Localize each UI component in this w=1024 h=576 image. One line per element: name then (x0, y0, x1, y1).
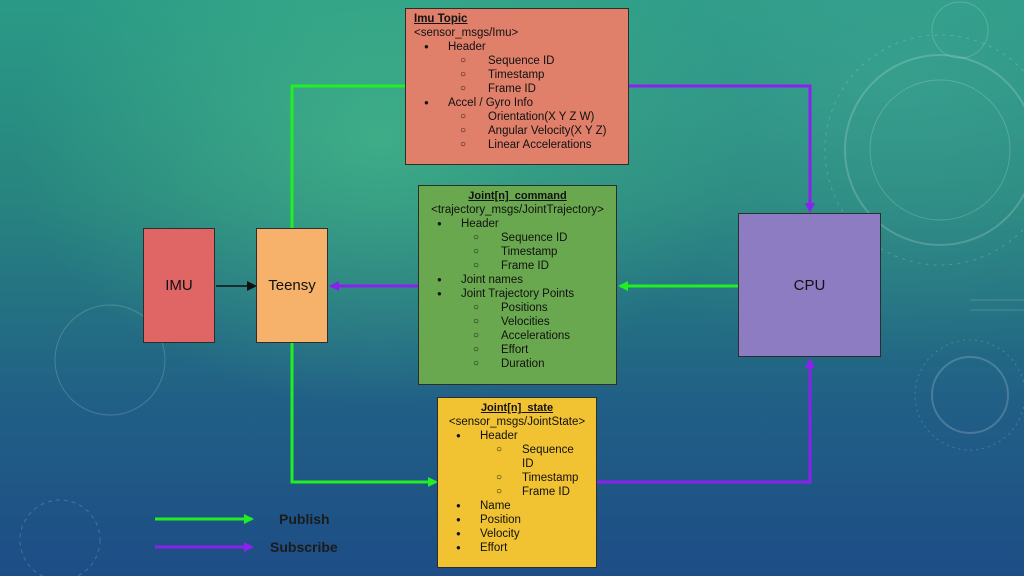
imu-topic-info-item: Angular Velocity(X Y Z) (460, 124, 628, 138)
cpu-node: CPU (738, 213, 881, 357)
imu-node: IMU (143, 228, 215, 343)
joint-command-header: Header (437, 217, 616, 231)
joint-command-point-item: Velocities (473, 315, 616, 329)
legend-subscribe-label: Subscribe (270, 539, 338, 555)
imu-topic-info-item: Orientation(X Y Z W) (460, 110, 628, 124)
imu-topic-type: <sensor_msgs/Imu> (414, 27, 519, 39)
teensy-label: Teensy (268, 277, 316, 294)
joint-state-header-item: Frame ID (496, 485, 596, 499)
edge-joint-state-cpu (597, 358, 815, 484)
joint-command-point-item: Effort (473, 343, 616, 357)
joint-state-field: Position (456, 513, 596, 527)
imu-topic-header-item: Timestamp (460, 68, 628, 82)
joint-command-header-item: Frame ID (473, 259, 616, 273)
imu-topic-header-item: Frame ID (460, 82, 628, 96)
joint-command-joint-names: Joint names (437, 273, 616, 287)
teensy-node: Teensy (256, 228, 328, 343)
joint-state-box: Joint[n]_state <sensor_msgs/JointState> … (437, 397, 597, 568)
edge-imu-topic-cpu (629, 84, 815, 213)
joint-command-point-item: Positions (473, 301, 616, 315)
joint-state-title: Joint[n]_state (480, 402, 554, 414)
legend-publish-label: Publish (279, 511, 330, 527)
imu-label: IMU (165, 277, 193, 294)
joint-state-header-item: Sequence ID (496, 443, 578, 471)
joint-state-field: Velocity (456, 527, 596, 541)
joint-command-header-item: Timestamp (473, 245, 616, 259)
joint-command-title: Joint[n]_command (468, 190, 567, 202)
joint-state-field: Name (456, 499, 596, 513)
imu-topic-header-item: Sequence ID (460, 54, 628, 68)
imu-topic-header: Header (424, 40, 628, 54)
joint-command-header-item: Sequence ID (473, 231, 616, 245)
imu-topic-info: Accel / Gyro Info (424, 96, 628, 110)
joint-state-field: Effort (456, 541, 596, 555)
imu-topic-title: Imu Topic (414, 13, 468, 25)
joint-command-type: <trajectory_msgs/JointTrajectory> (431, 204, 604, 216)
cpu-label: CPU (793, 276, 826, 294)
edge-teensy-joint-state (290, 343, 438, 487)
edge-teensy-imu-topic (290, 84, 405, 228)
joint-state-type: <sensor_msgs/JointState> (448, 416, 586, 428)
joint-state-header-item: Timestamp (496, 471, 596, 485)
joint-command-box: Joint[n]_command <trajectory_msgs/JointT… (418, 185, 617, 385)
imu-topic-info-item: Linear Accelerations (460, 138, 628, 152)
joint-command-point-item: Duration (473, 357, 616, 371)
joint-command-point-item: Accelerations (473, 329, 616, 343)
joint-command-points: Joint Trajectory Points (437, 287, 616, 301)
joint-state-header: Header (456, 429, 596, 443)
imu-topic-box: Imu Topic <sensor_msgs/Imu> Header Seque… (405, 8, 629, 165)
